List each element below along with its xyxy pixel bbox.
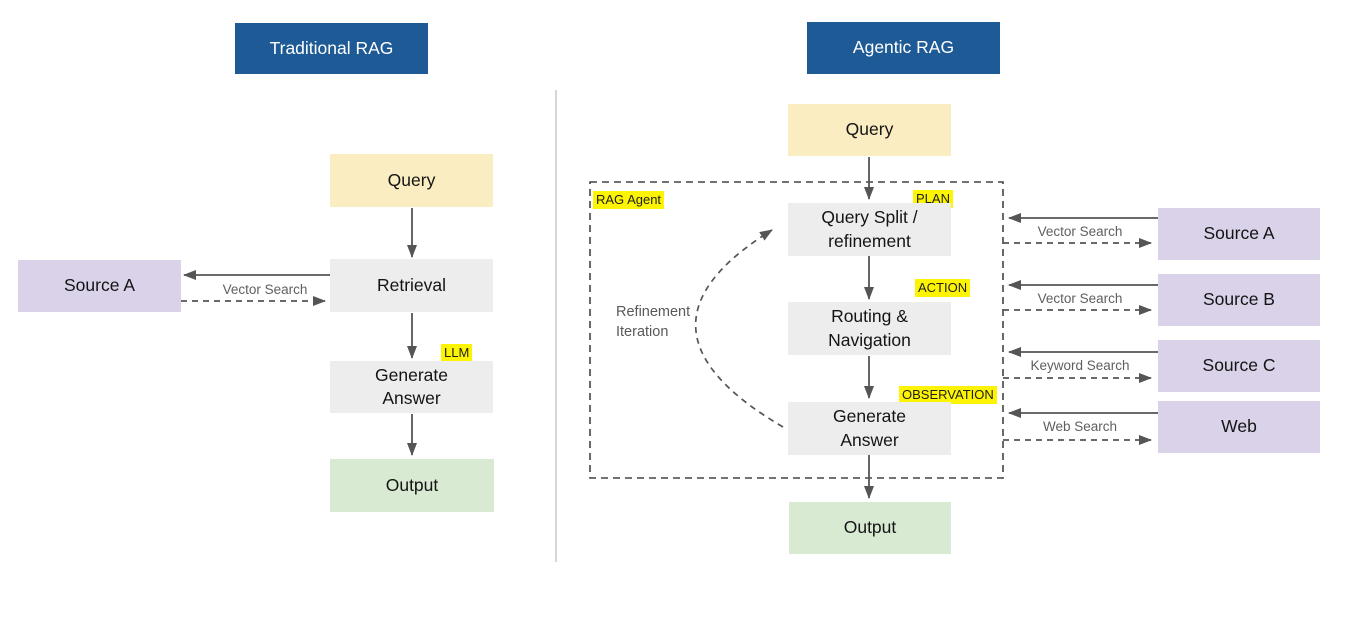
vector-search-label-left: Vector Search bbox=[222, 282, 308, 297]
search-label-source-a: Vector Search bbox=[1037, 224, 1123, 239]
refinement-iteration-label: Refinement Iteration bbox=[616, 304, 691, 340]
source-a-box-right: Source A bbox=[1158, 208, 1320, 260]
generate-answer-box-left: Generate Answer bbox=[330, 361, 493, 413]
source-a-box-left: Source A bbox=[18, 260, 181, 312]
action-badge: ACTION bbox=[915, 279, 971, 297]
query-box-left: Query bbox=[330, 154, 493, 207]
rag-agent-badge: RAG Agent bbox=[593, 191, 665, 209]
llm-badge: LLM bbox=[441, 344, 473, 362]
traditional-rag-title: Traditional RAG bbox=[235, 23, 428, 74]
query-split-box: Query Split / refinement bbox=[788, 203, 951, 256]
query-box-right: Query bbox=[788, 104, 951, 156]
output-box-right: Output bbox=[789, 502, 951, 554]
retrieval-box: Retrieval bbox=[330, 259, 493, 312]
routing-navigation-box: Routing & Navigation bbox=[788, 302, 951, 355]
search-label-source-c: Keyword Search bbox=[1030, 358, 1130, 373]
generate-answer-box-right: Generate Answer bbox=[788, 402, 951, 455]
output-box-left: Output bbox=[330, 459, 494, 512]
web-box-right: Web bbox=[1158, 401, 1320, 453]
source-c-box-right: Source C bbox=[1158, 340, 1320, 392]
search-label-source-b: Vector Search bbox=[1037, 291, 1123, 306]
search-label-web: Web Search bbox=[1042, 419, 1118, 434]
agentic-rag-title: Agentic RAG bbox=[807, 22, 1000, 74]
observation-badge: OBSERVATION bbox=[899, 386, 997, 404]
source-b-box-right: Source B bbox=[1158, 274, 1320, 326]
